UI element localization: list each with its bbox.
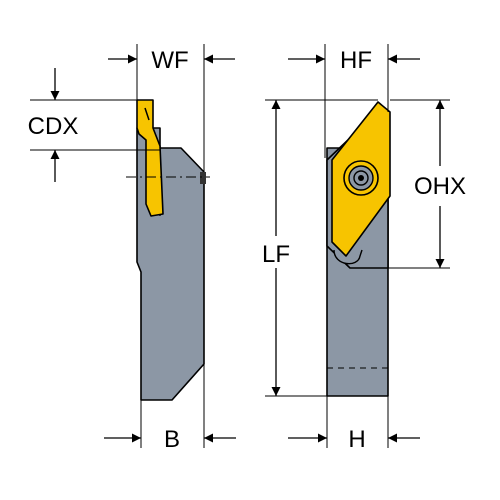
lf-dimension: LF (262, 99, 378, 397)
ohx-label: OHX (414, 173, 466, 200)
hf-label: HF (340, 47, 372, 74)
lf-label: LF (262, 241, 290, 268)
wf-label: WF (151, 47, 188, 74)
cdx-label: CDX (28, 113, 79, 140)
ohx-dimension: OHX (388, 99, 466, 269)
wf-dimension: WF (108, 44, 235, 172)
side-view-screw-head (200, 172, 206, 184)
h-dimension: H (288, 396, 420, 453)
h-label: H (348, 426, 365, 453)
front-view (326, 101, 391, 397)
side-view (126, 99, 210, 401)
front-view-pocket-relief (333, 249, 363, 265)
b-label: B (164, 426, 180, 453)
b-dimension: B (104, 364, 236, 453)
cdx-dimension: CDX (28, 68, 160, 182)
side-view-chipbreaker (144, 107, 150, 121)
torx-screw-icon (343, 160, 379, 196)
side-view-insert (136, 99, 164, 217)
hf-dimension: HF (288, 44, 420, 158)
